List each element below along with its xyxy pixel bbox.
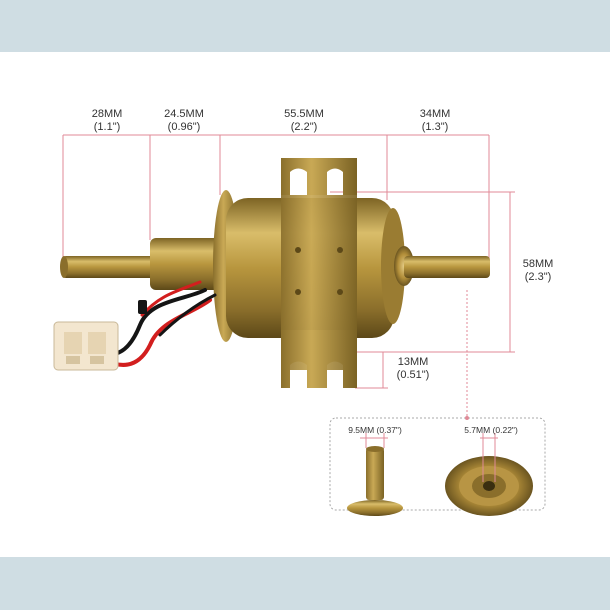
inset-tube-detail [347, 433, 403, 516]
top-band [0, 0, 610, 52]
dimension-sublabel: (2.3") [524, 271, 552, 283]
inset-label-text: 9.5MM (0.37") [348, 425, 402, 435]
dimension-55-5mm: 55.5MM (2.2") [272, 108, 336, 134]
dimension-label: 58MM [522, 258, 554, 270]
inlet-tube [62, 256, 154, 278]
electrical-connector [53, 321, 119, 371]
dimension-lines [62, 134, 515, 418]
mounting-bracket [281, 158, 357, 195]
dimension-58mm: 58MM (2.3") [516, 258, 560, 284]
outlet-tube [404, 256, 490, 278]
dimension-34mm: 34MM (1.3") [410, 108, 460, 134]
inset-label-5-7mm: 5.7MM (0.22") [458, 425, 524, 435]
inset-label-9-5mm: 9.5MM (0.37") [342, 425, 408, 435]
inset-label-text: 5.7MM (0.22") [464, 425, 518, 435]
dimension-label: 34MM [419, 108, 451, 120]
dimension-label: 13MM [397, 356, 429, 368]
dimension-sublabel: (1.3") [421, 121, 449, 133]
dimension-label: 24.5MM [164, 108, 204, 120]
dimension-sublabel: (1.1") [93, 121, 121, 133]
dimension-label: 28MM [91, 108, 123, 120]
neck-collar [150, 238, 222, 290]
bottom-band [0, 557, 610, 610]
dimension-sublabel: (0.51") [396, 369, 430, 381]
dimension-24-5mm: 24.5MM (0.96") [154, 108, 214, 134]
dimension-label: 55.5MM [284, 108, 324, 120]
dimension-sublabel: (0.96") [167, 121, 201, 133]
dimension-13mm: 13MM (0.51") [388, 356, 438, 382]
dimension-28mm: 28MM (1.1") [83, 108, 131, 134]
dimension-sublabel: (2.2") [290, 121, 318, 133]
inset-flange-detail [445, 433, 533, 516]
